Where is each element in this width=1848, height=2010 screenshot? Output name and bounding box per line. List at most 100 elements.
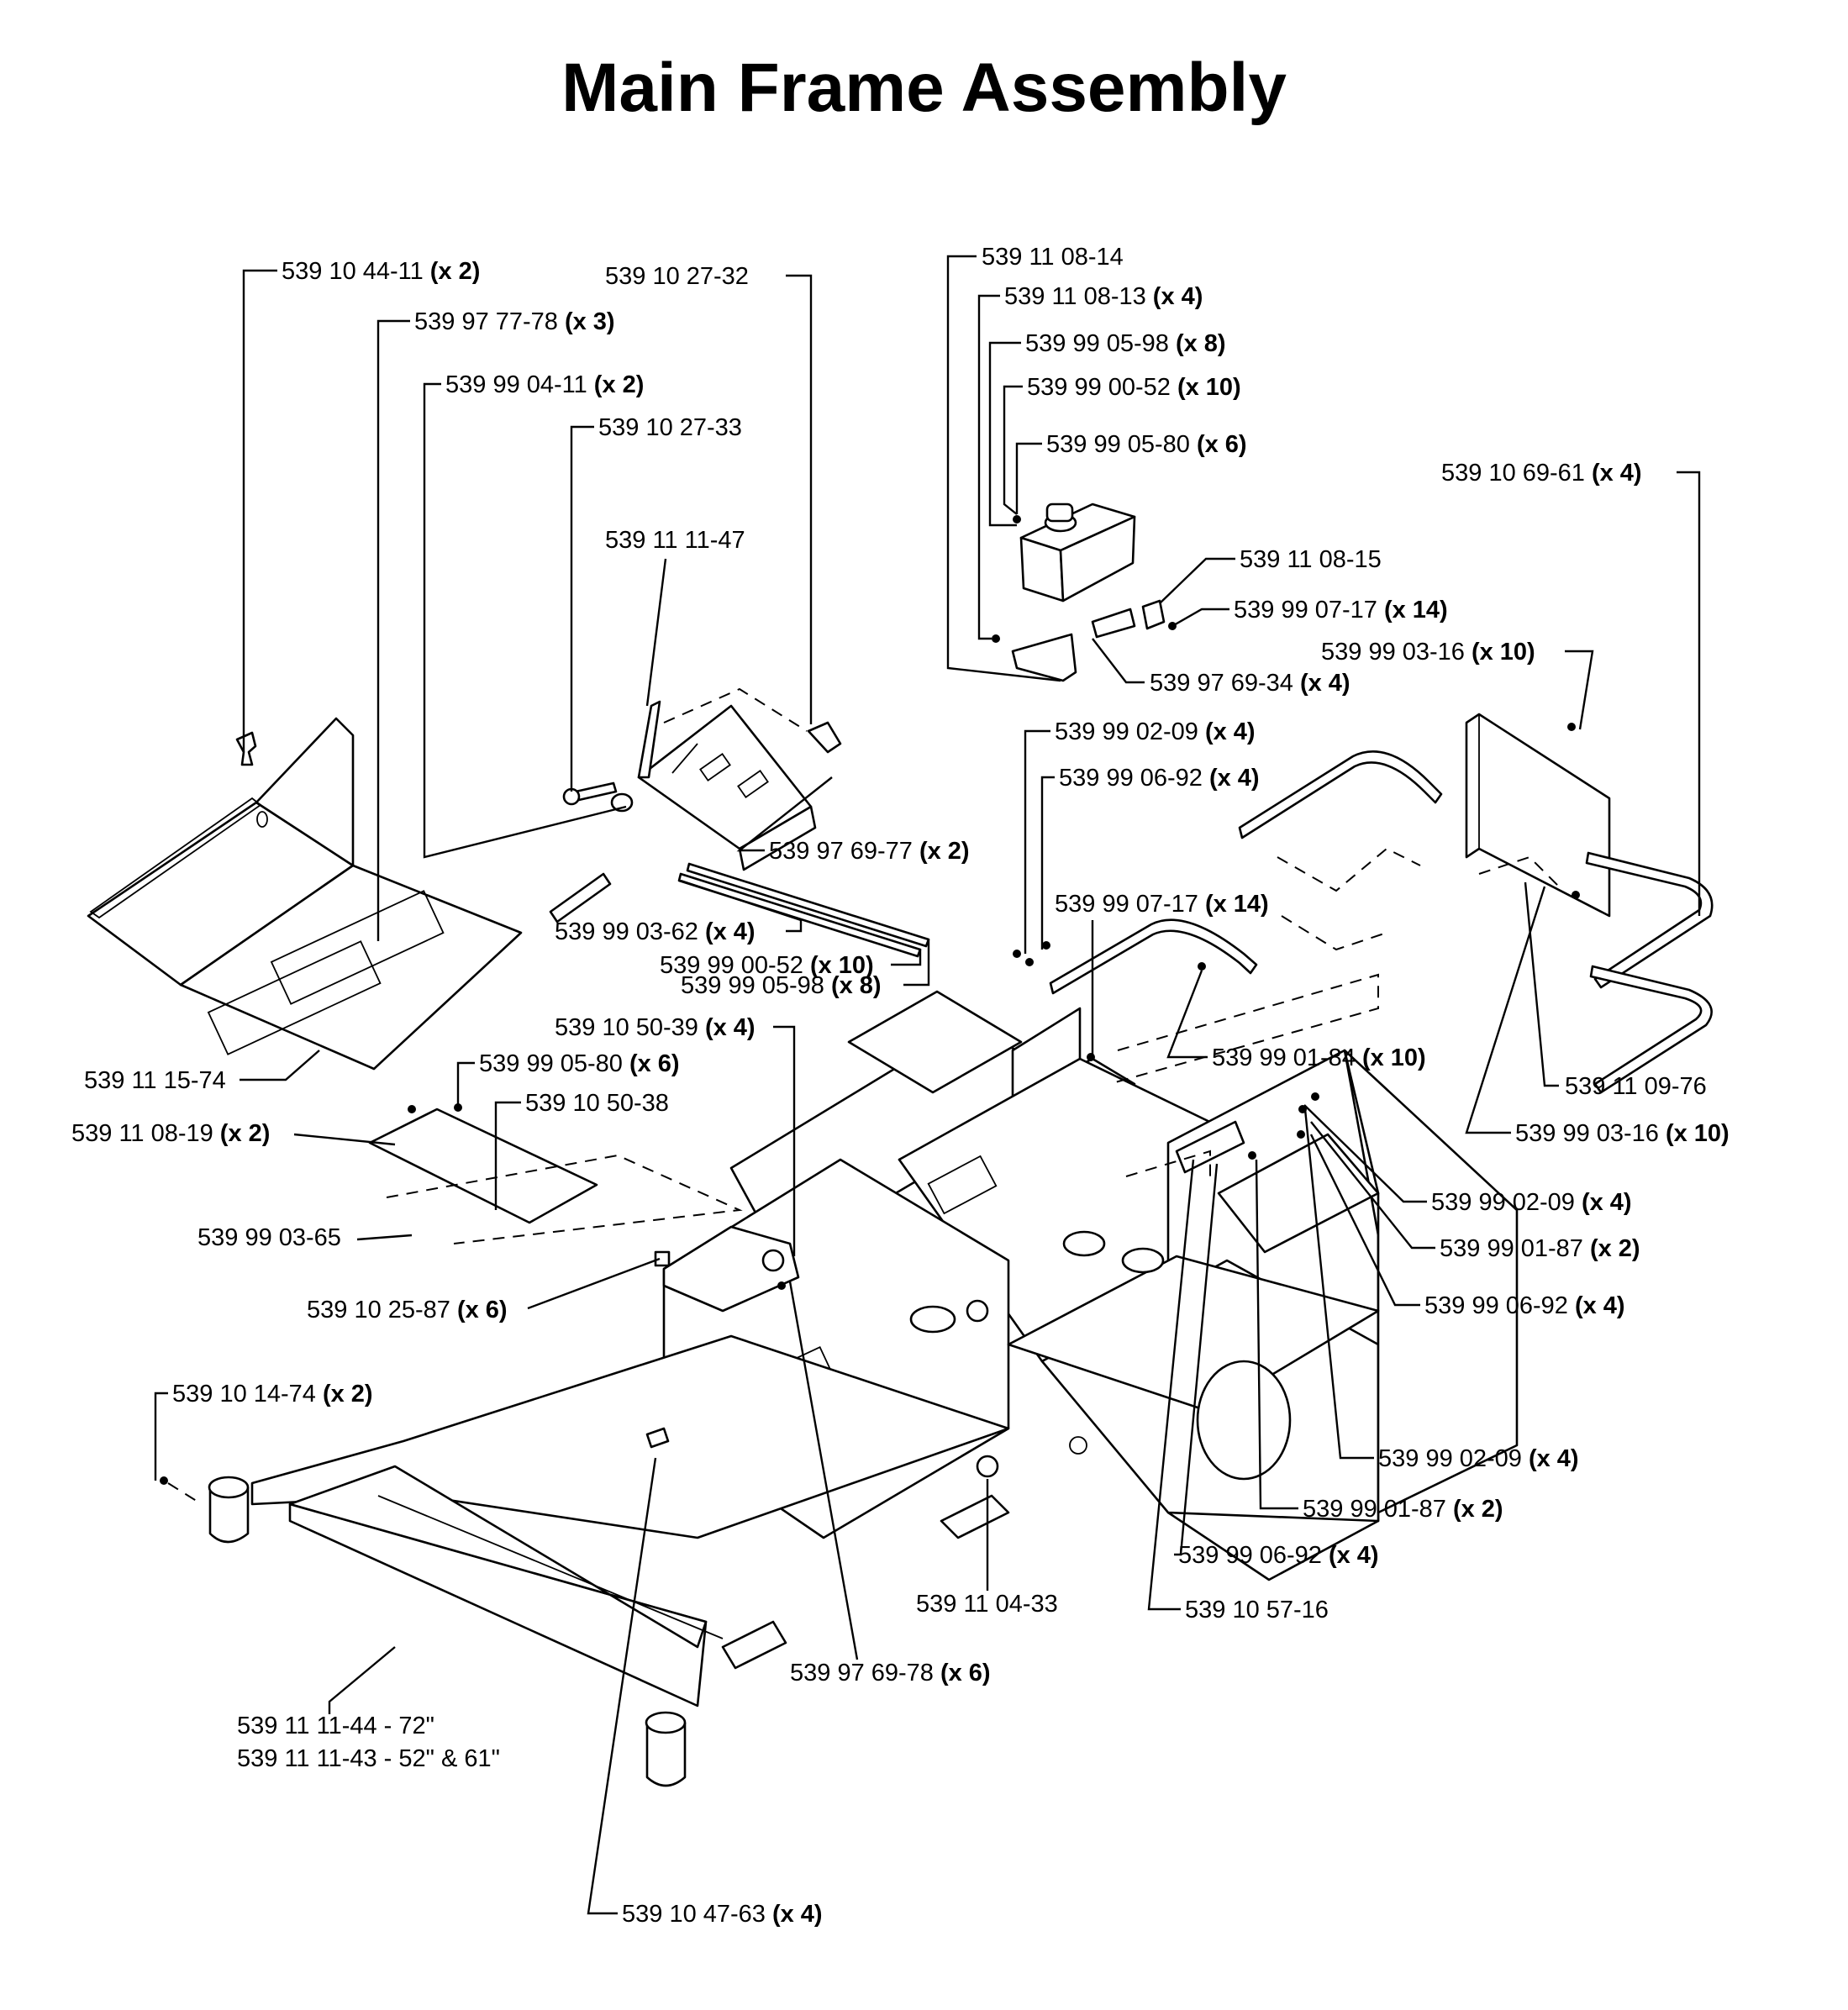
dashed-alignment-lines bbox=[167, 855, 1564, 1505]
part-number: 539 11 15-74 bbox=[84, 1067, 226, 1094]
leader-line bbox=[494, 1101, 521, 1210]
part-number: 539 97 77-78 bbox=[414, 308, 558, 335]
part-number: 539 11 08-19 bbox=[71, 1120, 213, 1147]
part-quantity: (x 10) bbox=[1472, 639, 1535, 666]
part-number: 539 99 02-09 bbox=[1431, 1189, 1575, 1216]
leader-line bbox=[1677, 471, 1701, 916]
part-callout: 539 11 04-33 bbox=[916, 1591, 1058, 1618]
part-quantity: (x 4) bbox=[1592, 460, 1642, 487]
part-callout: 539 10 27-33 bbox=[598, 414, 742, 441]
part-number: 539 99 05-80 bbox=[1046, 431, 1190, 458]
leader-line bbox=[242, 269, 277, 752]
part-callout: 539 99 07-17(x 14) bbox=[1055, 891, 1269, 918]
part-callout: 539 99 03-16 (x 10) bbox=[1515, 1120, 1730, 1147]
part-callout: 539 99 03-62(x 4) bbox=[555, 918, 756, 945]
part-number: 539 99 01-84 bbox=[1212, 1044, 1356, 1071]
leader-line bbox=[587, 1457, 657, 1915]
part-number: 539 10 14-74 bbox=[172, 1381, 316, 1408]
part-number: 539 11 11-43 - 52" & 61" bbox=[237, 1745, 500, 1772]
caster-tube-right-part bbox=[645, 1711, 687, 1787]
part-callout: 539 10 50-38 bbox=[525, 1090, 669, 1117]
part-number: 539 99 03-16 bbox=[1515, 1120, 1659, 1147]
part-number: 539 10 44-11 bbox=[282, 258, 424, 285]
leader-line bbox=[1166, 970, 1208, 1059]
part-callout: 539 11 08-13(x 4) bbox=[1004, 283, 1203, 310]
part-callout: 539 10 25-87 (x 6) bbox=[307, 1297, 508, 1323]
part-callout: 539 99 02-09(x 4) bbox=[1055, 718, 1256, 745]
part-number: 539 99 03-65 bbox=[197, 1224, 341, 1251]
leader-line bbox=[527, 1257, 661, 1310]
part-callout: 539 11 09-76 bbox=[1565, 1073, 1707, 1100]
part-quantity: (x 10) bbox=[1666, 1120, 1730, 1147]
seat-bracket-part bbox=[562, 687, 842, 871]
part-callout: 539 11 08-15 bbox=[1240, 546, 1382, 573]
leader-line bbox=[988, 341, 1021, 527]
diagram-title: Main Frame Assembly bbox=[561, 50, 1287, 126]
leader-line bbox=[570, 425, 594, 792]
part-quantity: (x 6) bbox=[457, 1297, 508, 1323]
part-number: 539 10 50-39 bbox=[555, 1014, 698, 1041]
part-number: 539 99 03-16 bbox=[1321, 639, 1465, 666]
part-callout: 539 99 01-84(x 10) bbox=[1212, 1044, 1426, 1071]
part-quantity: (x 10) bbox=[1177, 374, 1241, 401]
leader-line bbox=[786, 274, 813, 724]
leader-line bbox=[1171, 608, 1229, 628]
part-number: 539 97 69-78 bbox=[790, 1660, 934, 1686]
part-quantity: (x 4) bbox=[1529, 1445, 1579, 1472]
part-callout: 539 99 06-92(x 4) bbox=[1059, 765, 1260, 792]
leader-line bbox=[903, 939, 930, 987]
part-number: 539 99 00-52 bbox=[660, 952, 803, 979]
part-quantity: (x 4) bbox=[1205, 718, 1256, 745]
part-quantity: (x 6) bbox=[1197, 431, 1247, 458]
leader-line bbox=[456, 1061, 475, 1108]
part-number: 539 99 06-92 bbox=[1059, 765, 1203, 792]
part-quantity: (x 4) bbox=[705, 918, 756, 945]
knob-part bbox=[235, 731, 257, 766]
leader-line bbox=[1015, 442, 1042, 514]
leader-line bbox=[1303, 1104, 1427, 1203]
leader-line bbox=[154, 1392, 168, 1481]
part-number: 539 10 69-61 bbox=[1441, 460, 1585, 487]
part-quantity: (x 2) bbox=[594, 371, 645, 398]
part-quantity: (x 8) bbox=[831, 972, 882, 999]
part-callout: 539 99 05-98(x 8) bbox=[681, 972, 882, 999]
part-quantity: (x 3) bbox=[565, 308, 615, 335]
leader-line bbox=[1565, 650, 1594, 730]
part-quantity: (x 2) bbox=[323, 1381, 373, 1408]
part-quantity: (x 4) bbox=[772, 1901, 823, 1928]
leader-line bbox=[423, 382, 627, 859]
part-number: 539 11 08-14 bbox=[982, 244, 1124, 271]
part-number: 539 99 05-98 bbox=[1025, 330, 1169, 357]
part-number: 539 99 02-09 bbox=[1378, 1445, 1522, 1472]
part-number: 539 99 07-17 bbox=[1055, 891, 1198, 918]
part-number: 539 10 25-87 bbox=[307, 1297, 450, 1323]
part-callout: 539 99 01-87(x 2) bbox=[1440, 1235, 1640, 1262]
leader-line bbox=[946, 255, 1061, 682]
leader-line bbox=[1040, 776, 1055, 950]
part-number: 539 99 06-92 bbox=[1178, 1542, 1322, 1569]
part-callout: 539 11 15-74 bbox=[84, 1067, 226, 1094]
part-number: 539 10 27-32 bbox=[605, 263, 749, 290]
part-number: 539 97 69-77 bbox=[769, 838, 913, 865]
leader-line bbox=[1310, 1121, 1435, 1250]
part-callout: 539 10 47-63(x 4) bbox=[622, 1901, 823, 1928]
part-quantity: (x 4) bbox=[1209, 765, 1260, 792]
part-number: 539 11 11-44 - 72" bbox=[237, 1713, 434, 1739]
leader-line bbox=[1465, 886, 1546, 1134]
part-quantity: (x 2) bbox=[430, 258, 481, 285]
part-callout: 539 99 05-80(x 6) bbox=[479, 1050, 680, 1077]
leader-line bbox=[1003, 385, 1023, 515]
leader-line bbox=[1303, 1108, 1374, 1460]
part-callout: 539 97 69-77(x 2) bbox=[769, 838, 970, 865]
part-number: 539 11 08-15 bbox=[1240, 546, 1382, 573]
part-callout: 539 97 69-78(x 6) bbox=[790, 1660, 991, 1686]
leader-line bbox=[773, 1025, 796, 1256]
part-quantity: (x 10) bbox=[810, 952, 874, 979]
part-quantity: (x 6) bbox=[629, 1050, 680, 1077]
leader-line bbox=[788, 1281, 859, 1660]
leader-line bbox=[293, 1133, 396, 1146]
part-callout: 539 99 02-09 (x 4) bbox=[1378, 1445, 1579, 1472]
part-callout: 539 97 69-34(x 4) bbox=[1150, 670, 1350, 697]
